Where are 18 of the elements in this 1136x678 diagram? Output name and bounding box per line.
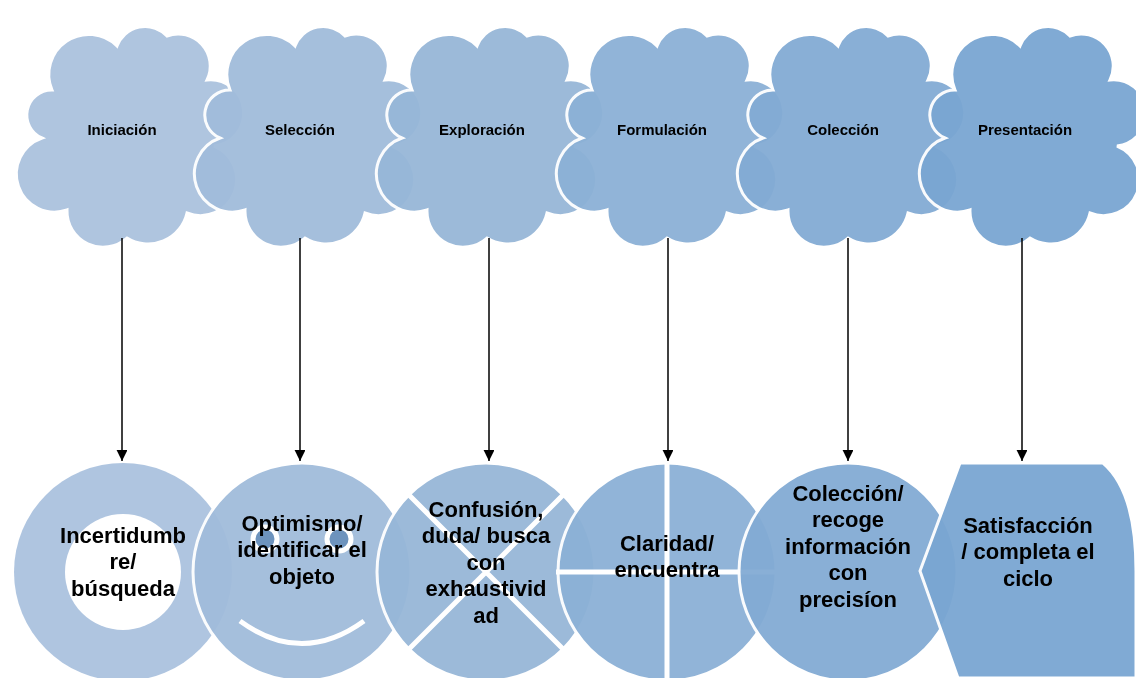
arrow bbox=[294, 237, 306, 462]
arrow bbox=[483, 237, 495, 462]
arrow bbox=[842, 237, 854, 462]
stage-label: Colección bbox=[806, 120, 880, 138]
stage-description: Satisfacción / completa el ciclo bbox=[960, 513, 1096, 593]
arrow bbox=[1016, 237, 1028, 462]
arrow bbox=[662, 237, 674, 462]
stage-label: Formulación bbox=[616, 120, 708, 138]
stage-description: Optimismo/ identificar el objeto bbox=[236, 511, 368, 591]
stage-label: Presentación bbox=[976, 120, 1074, 138]
stage-description: Confusión, duda/ busca con exhaustividad bbox=[420, 497, 552, 629]
stage-description: Claridad/ encuentra bbox=[613, 531, 721, 584]
stage-description: Incertidumbre/ búsqueda bbox=[59, 523, 187, 603]
stage-label: Selección bbox=[263, 120, 336, 138]
stage-label: Exploración bbox=[438, 120, 526, 138]
stage-label: Iniciación bbox=[86, 120, 158, 138]
stage-description: Colección/ recoge información con precisíon bbox=[784, 481, 912, 613]
arrow bbox=[116, 237, 128, 462]
